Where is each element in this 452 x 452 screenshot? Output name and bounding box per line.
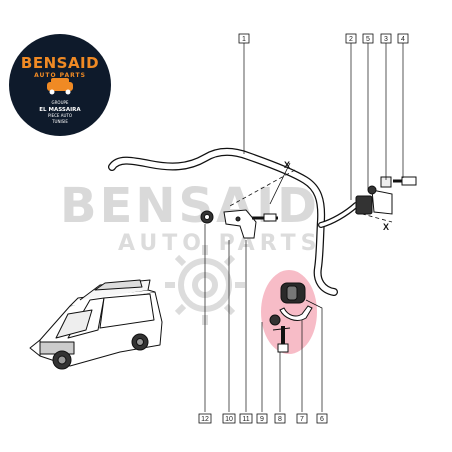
logo-sub: AUTO PARTS — [34, 72, 86, 79]
svg-text:3: 3 — [384, 36, 388, 43]
callout-8: 8 — [274, 413, 286, 424]
van-illustration — [29, 279, 163, 370]
callout-5: 5 — [362, 33, 374, 44]
svg-text:1: 1 — [242, 36, 246, 43]
callout-6: 6 — [316, 413, 328, 424]
logo-line3: PIECE AUTO — [48, 113, 72, 118]
logo-line2: EL MASSAIRA — [39, 107, 81, 113]
svg-text:10: 10 — [225, 416, 233, 423]
axis-mark-top: X — [284, 160, 290, 170]
left-bracket-assembly — [200, 209, 278, 239]
svg-text:11: 11 — [242, 416, 249, 423]
logo-line4: TUNISIE — [51, 119, 68, 124]
logo-line1: GROUPE — [52, 100, 69, 105]
logo-car-icon — [47, 78, 73, 95]
svg-text:5: 5 — [366, 36, 370, 43]
watermark: BENSAID AUTO PARTS — [60, 178, 322, 325]
brand-logo: BENSAID AUTO PARTS GROUPE EL MASSAIRA PI… — [9, 34, 111, 136]
callouts: 1 2 5 3 4 12 10 11 — [198, 33, 409, 424]
svg-text:12: 12 — [201, 416, 209, 423]
svg-text:2: 2 — [349, 36, 353, 43]
svg-text:8: 8 — [278, 416, 282, 423]
callout-10: 10 — [222, 413, 236, 424]
logo-brand: BENSAID — [21, 54, 99, 72]
leader-lines — [204, 42, 404, 412]
svg-text:4: 4 — [401, 36, 405, 43]
axis-mark-right: X — [383, 222, 389, 232]
svg-text:9: 9 — [260, 416, 264, 423]
callout-11: 11 — [239, 413, 253, 424]
svg-text:6: 6 — [320, 416, 324, 423]
watermark-sub: AUTO PARTS — [118, 231, 322, 256]
svg-text:7: 7 — [300, 416, 304, 423]
callout-4: 4 — [397, 33, 409, 44]
callout-12: 12 — [198, 413, 212, 424]
bushing-clamp-assembly — [269, 282, 313, 353]
callout-9: 9 — [256, 413, 268, 424]
callout-1: 1 — [238, 33, 250, 44]
anti-roll-bar — [108, 147, 359, 296]
callout-7: 7 — [296, 413, 308, 424]
watermark-brand: BENSAID — [60, 178, 320, 234]
callout-2: 2 — [345, 33, 357, 44]
callout-3: 3 — [380, 33, 392, 44]
center-axis — [227, 162, 393, 223]
end-link-assembly — [355, 176, 417, 215]
